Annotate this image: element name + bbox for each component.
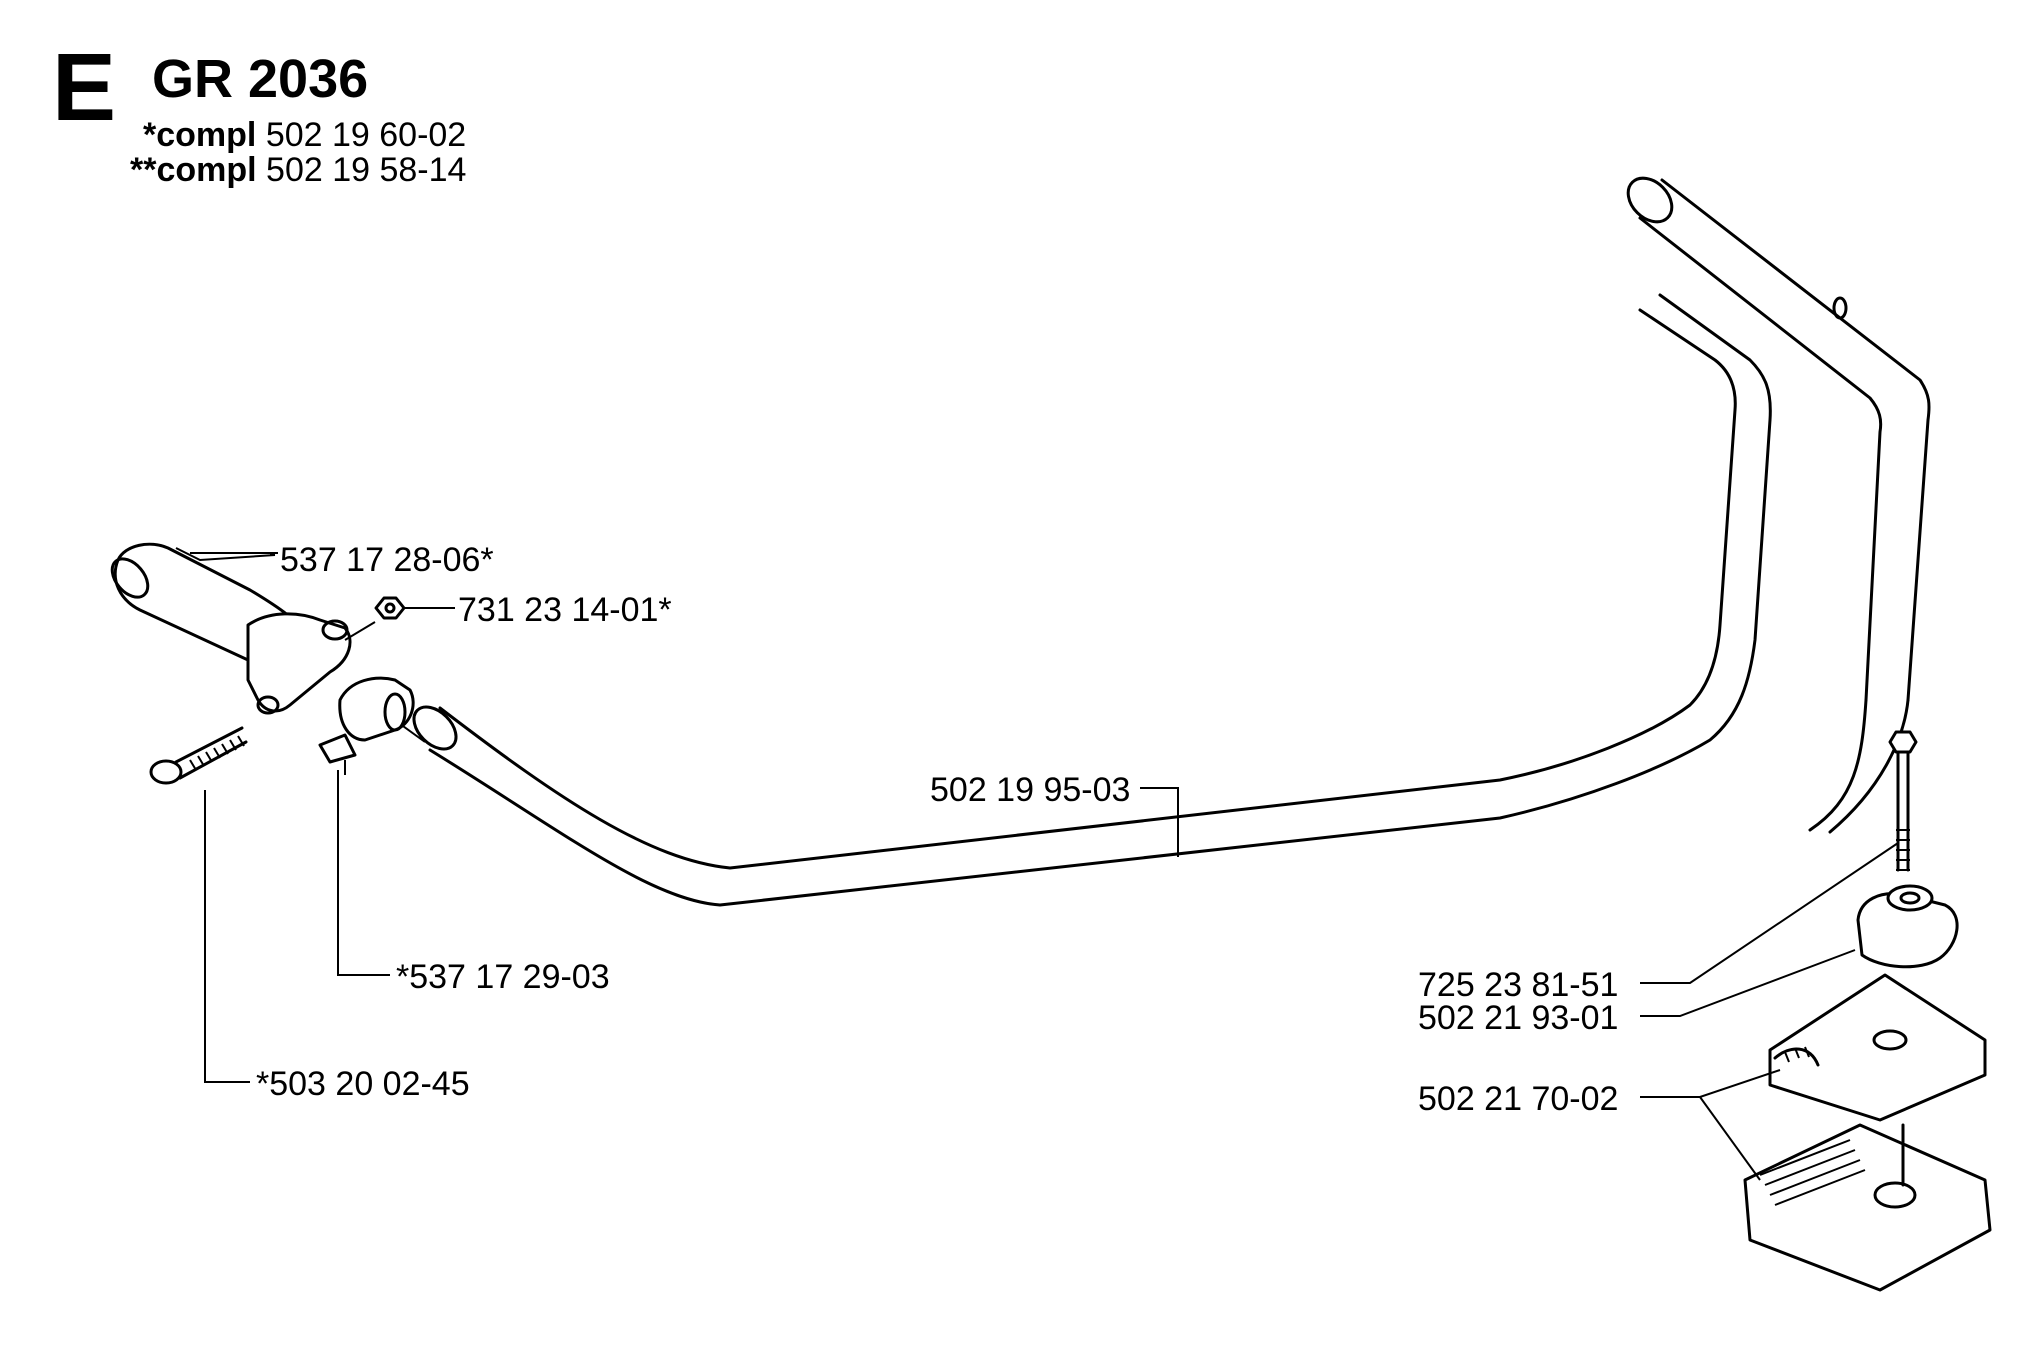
bracket-upper-drawing: [1768, 973, 1987, 1122]
part-label-grip[interactable]: 537 17 28-06*: [280, 541, 494, 579]
part-label-bracket[interactable]: 502 21 70-02: [1418, 1080, 1619, 1118]
compl-prefix: **compl: [130, 151, 257, 189]
part-label-handlebar[interactable]: 502 19 95-03: [930, 771, 1131, 809]
part-label-nut[interactable]: 731 23 14-01*: [458, 591, 672, 629]
section-letter: E: [52, 34, 117, 141]
compl-number: 502 19 60-02: [265, 116, 467, 154]
wing-knob-drawing: [1856, 884, 1959, 969]
clamp-drawing: [318, 676, 415, 775]
model-title: GR 2036: [152, 49, 369, 109]
screw-drawing: [149, 726, 248, 785]
leader-lines: [175, 547, 1899, 1181]
bolt-drawing: [1888, 730, 1918, 872]
bracket-lower-drawing: [1743, 1123, 1992, 1292]
handlebar-tube: [377, 176, 1931, 907]
part-label-wing-knob[interactable]: 502 21 93-01: [1418, 999, 1619, 1037]
compl-prefix: *compl: [143, 116, 257, 154]
part-label-bolt[interactable]: 725 23 81-51: [1418, 966, 1619, 1004]
nut-drawing: [374, 596, 406, 620]
compl-number: 502 19 58-14: [266, 151, 467, 189]
part-label-screw[interactable]: *503 20 02-45: [256, 1065, 470, 1103]
compl-row-2: **compl 502 19 58-14: [130, 153, 466, 187]
part-label-clamp[interactable]: *537 17 29-03: [396, 958, 610, 996]
grip-drawing: [110, 542, 376, 715]
compl-row-1: *compl 502 19 60-02: [143, 118, 466, 152]
